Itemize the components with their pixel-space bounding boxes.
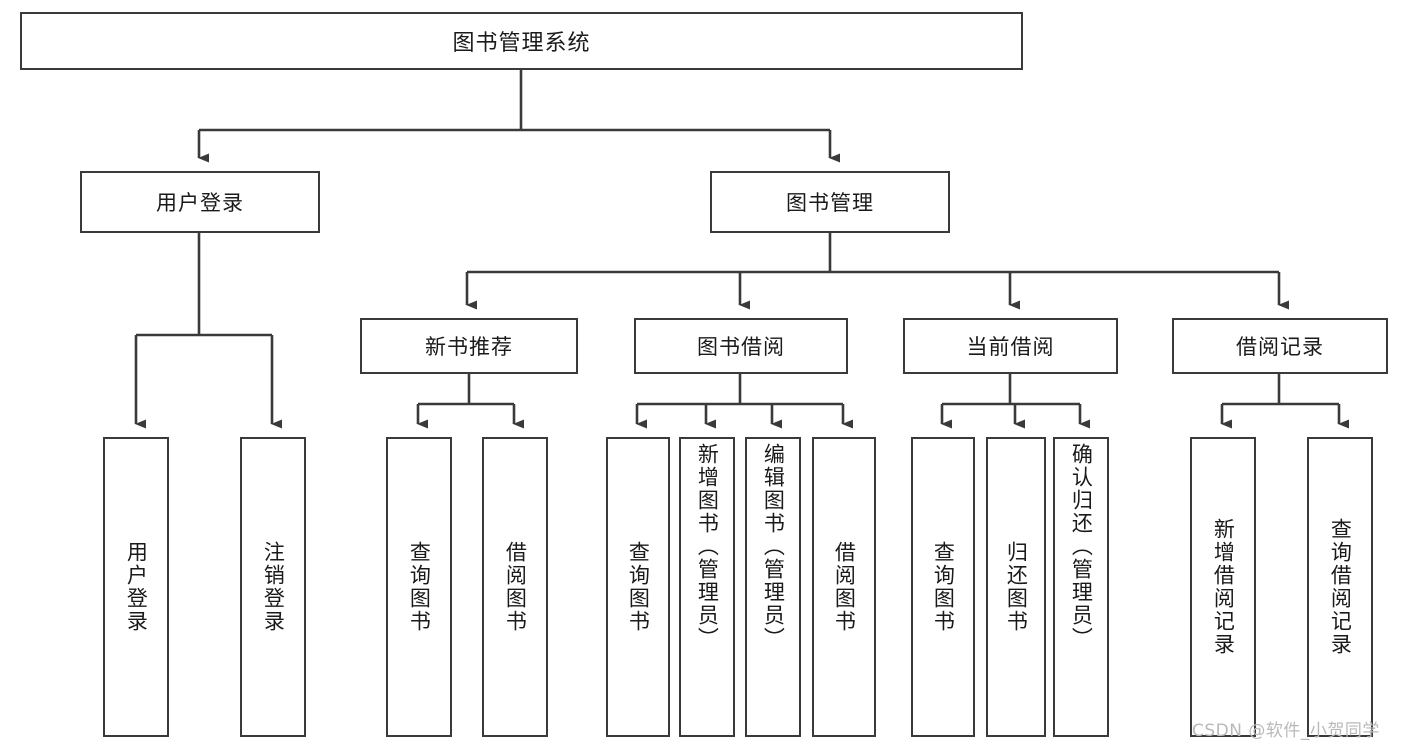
leaf-node-add-record[interactable]: 新增借阅记录 <box>1190 437 1256 737</box>
node-borrow-record[interactable]: 借阅记录 <box>1172 318 1388 374</box>
leaf-label: 查询借阅记录 <box>1328 518 1353 656</box>
node-user-login[interactable]: 用户登录 <box>80 171 320 233</box>
leaf-node-query-book-1[interactable]: 查询图书 <box>386 437 452 737</box>
node-book-borrow-label: 图书借阅 <box>697 335 785 359</box>
leaf-label: 借阅图书 <box>503 541 528 633</box>
leaf-label: 注销登录 <box>261 541 286 633</box>
node-current-borrow[interactable]: 当前借阅 <box>903 318 1118 374</box>
node-borrow-record-label: 借阅记录 <box>1236 335 1324 359</box>
leaf-node-query-book-2[interactable]: 查询图书 <box>606 437 670 737</box>
leaf-node-add-book[interactable]: 新增图书（管理员） <box>679 437 735 737</box>
leaf-node-edit-book[interactable]: 编辑图书（管理员） <box>745 437 801 737</box>
node-user-login-label: 用户登录 <box>156 191 244 215</box>
node-new-book-recommend-label: 新书推荐 <box>425 335 513 359</box>
leaf-node-query-book-3[interactable]: 查询图书 <box>911 437 975 737</box>
node-current-borrow-label: 当前借阅 <box>966 335 1055 359</box>
node-root[interactable]: 图书管理系统 <box>20 12 1023 70</box>
node-book-manage[interactable]: 图书管理 <box>710 171 950 233</box>
leaf-node-borrow-book-2[interactable]: 借阅图书 <box>812 437 876 737</box>
node-book-manage-label: 图书管理 <box>786 191 874 215</box>
leaf-label: 新增图书（管理员） <box>695 443 720 650</box>
leaf-label: 借阅图书 <box>832 541 857 633</box>
leaf-label: 用户登录 <box>124 541 149 633</box>
watermark: CSDN @软件_小贺同学 <box>1192 721 1380 741</box>
node-book-borrow[interactable]: 图书借阅 <box>634 318 848 374</box>
leaf-node-return-book[interactable]: 归还图书 <box>986 437 1046 737</box>
leaf-label: 归还图书 <box>1004 541 1029 633</box>
leaf-label: 新增借阅记录 <box>1211 518 1236 656</box>
leaf-node-confirm-return[interactable]: 确认归还（管理员） <box>1053 437 1109 737</box>
leaf-node-user-login[interactable]: 用户登录 <box>103 437 169 737</box>
leaf-label: 编辑图书（管理员） <box>761 443 786 650</box>
node-new-book-recommend[interactable]: 新书推荐 <box>360 318 578 374</box>
node-root-label: 图书管理系统 <box>452 31 591 56</box>
leaf-node-query-record[interactable]: 查询借阅记录 <box>1307 437 1373 737</box>
leaf-label: 查询图书 <box>626 541 651 633</box>
leaf-label: 确认归还（管理员） <box>1069 443 1094 650</box>
leaf-label: 查询图书 <box>407 541 432 633</box>
leaf-node-borrow-book-1[interactable]: 借阅图书 <box>482 437 548 737</box>
leaf-node-user-logout[interactable]: 注销登录 <box>240 437 306 737</box>
leaf-label: 查询图书 <box>931 541 956 633</box>
